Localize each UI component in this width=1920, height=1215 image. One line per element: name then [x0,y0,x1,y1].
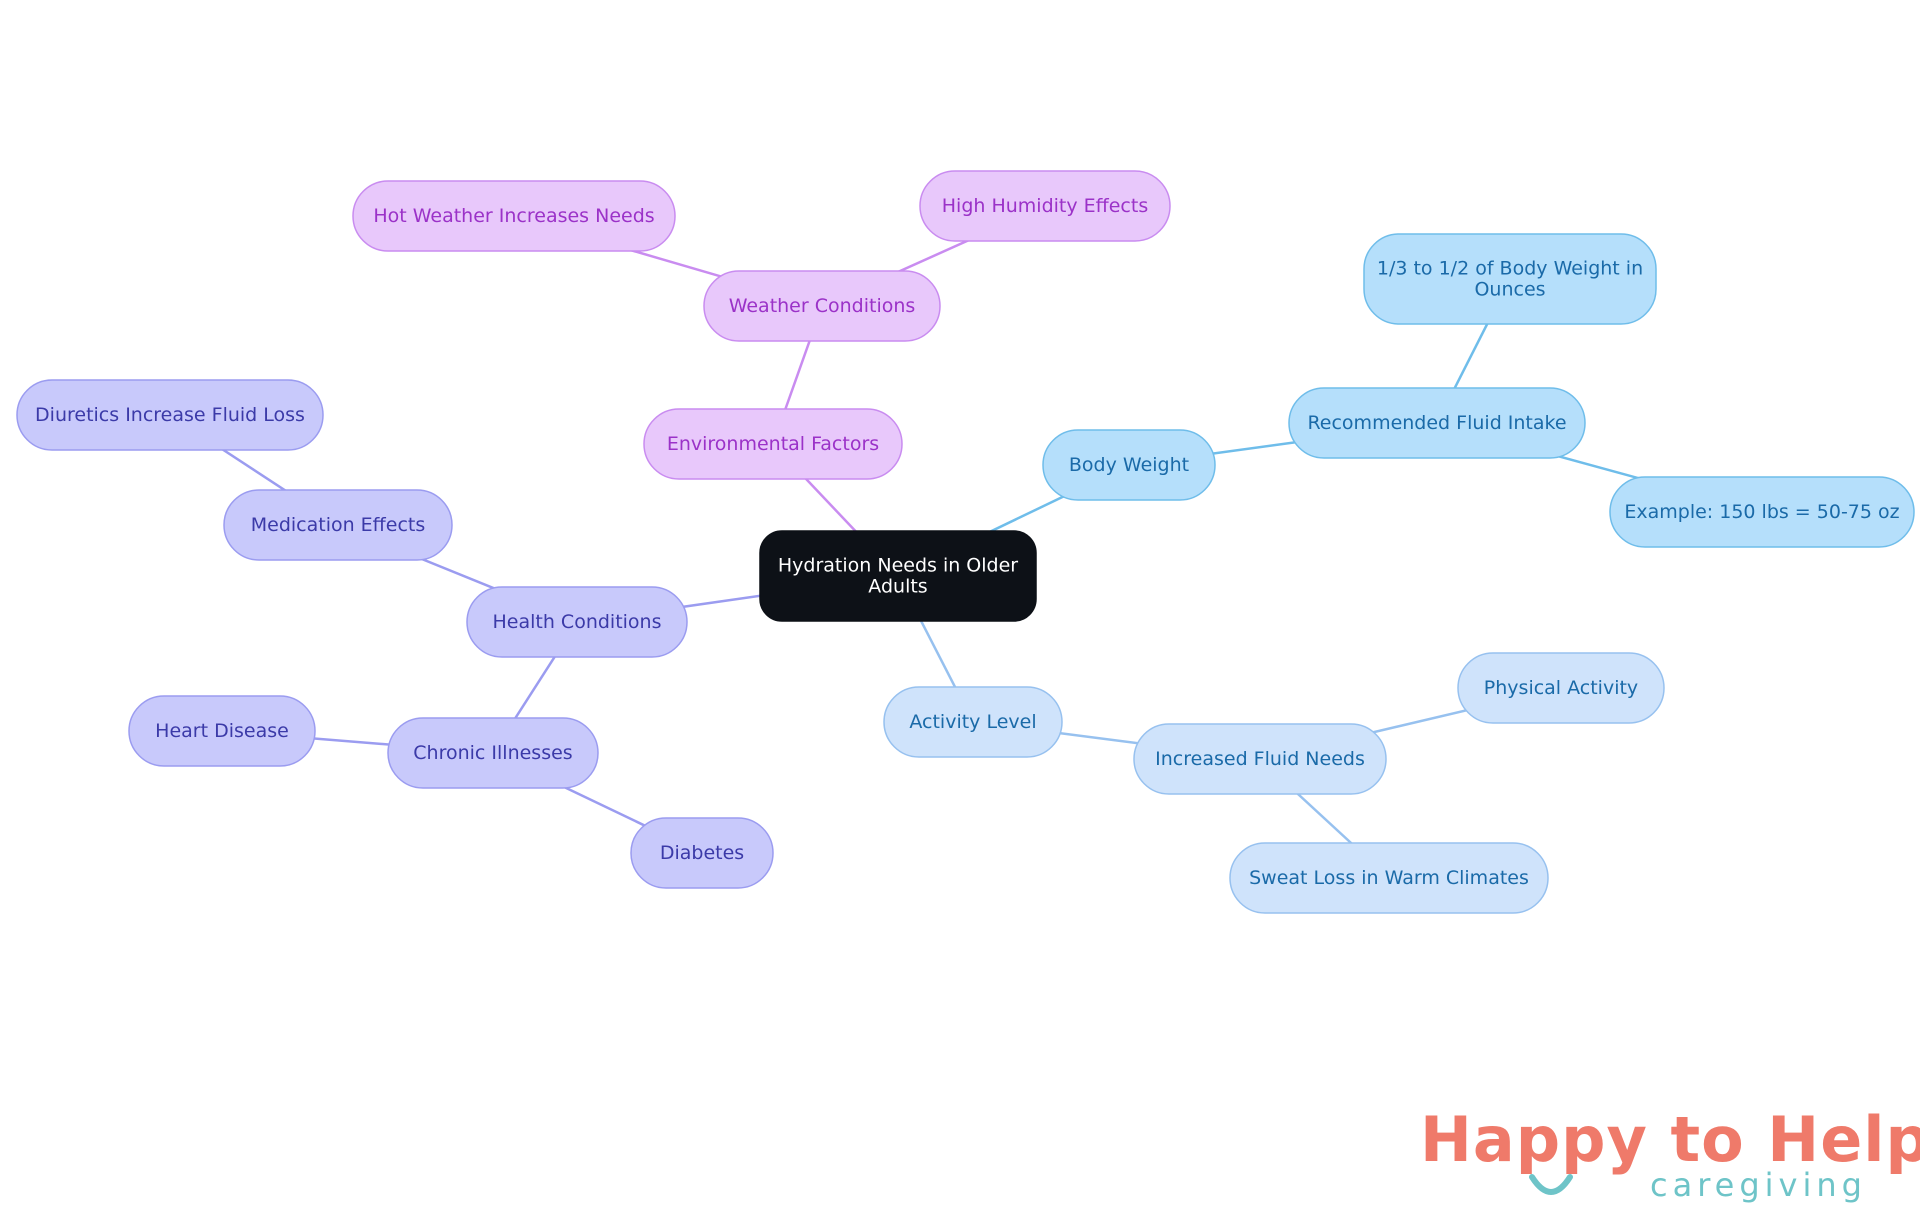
node-box-weather [703,270,941,342]
node-diur: Diuretics Increase Fluid Loss [16,379,324,451]
node-label-hot: Hot Weather Increases Needs [373,205,654,227]
node-sweat: Sweat Loss in Warm Climates [1229,842,1549,914]
node-label-chronic: Chronic Illnesses [413,742,572,764]
node-label-rec: Recommended Fluid Intake [1307,412,1566,434]
node-box-env [643,408,903,480]
node-label-act: Activity Level [909,711,1036,733]
smile-icon [1529,1174,1573,1195]
node-health: Health Conditions [466,586,688,658]
node-box-sweat [1229,842,1549,914]
node-label-root-line2: Adults [868,576,927,598]
node-label-weather: Weather Conditions [729,295,916,317]
node-box-hot [352,180,676,252]
node-box-act [883,686,1063,758]
node-label-third-line2: Ounces [1474,279,1545,301]
node-box-ex [1609,476,1915,548]
logo-brand-text: Happy to Help [1420,1103,1920,1176]
node-box-diur [16,379,324,451]
node-box-inc [1133,723,1387,795]
node-label-body: Body Weight [1069,454,1189,476]
node-body: Body Weight [1042,429,1216,501]
node-weather: Weather Conditions [703,270,941,342]
node-label-root-line1: Hydration Needs in Older [778,555,1018,577]
node-label-env: Environmental Factors [667,433,879,455]
node-label-sweat: Sweat Loss in Warm Climates [1249,867,1529,889]
node-label-ex: Example: 150 lbs = 50-75 oz [1624,501,1899,523]
node-label-med: Medication Effects [251,514,426,536]
node-hot: Hot Weather Increases Needs [352,180,676,252]
node-box-rec [1288,387,1586,459]
node-heart: Heart Disease [128,695,316,767]
node-box-humid [919,170,1171,242]
node-box-body [1042,429,1216,501]
node-med: Medication Effects [223,489,453,561]
node-humid: High Humidity Effects [919,170,1171,242]
node-env: Environmental Factors [643,408,903,480]
node-box-phys [1457,652,1665,724]
node-label-heart: Heart Disease [155,720,289,742]
node-phys: Physical Activity [1457,652,1665,724]
node-label-phys: Physical Activity [1484,677,1638,699]
node-label-humid: High Humidity Effects [942,195,1148,217]
node-label-diab: Diabetes [660,842,744,864]
node-box-chronic [387,717,599,789]
node-box-third [1363,233,1657,325]
node-label-diur: Diuretics Increase Fluid Loss [35,404,305,426]
node-inc: Increased Fluid Needs [1133,723,1387,795]
logo-sub-text: caregiving [1650,1166,1867,1204]
node-box-heart [128,695,316,767]
node-box-diab [630,817,774,889]
node-diab: Diabetes [630,817,774,889]
node-box-root [759,530,1037,622]
node-label-health: Health Conditions [493,611,662,633]
node-chronic: Chronic Illnesses [387,717,599,789]
happy-to-help-logo: Happy to Help caregiving [1420,1105,1920,1205]
node-box-med [223,489,453,561]
node-ex: Example: 150 lbs = 50-75 oz [1609,476,1915,548]
node-box-health [466,586,688,658]
node-rec: Recommended Fluid Intake [1288,387,1586,459]
node-label-third-line1: 1/3 to 1/2 of Body Weight in [1377,258,1643,280]
node-label-inc: Increased Fluid Needs [1155,748,1365,770]
node-act: Activity Level [883,686,1063,758]
